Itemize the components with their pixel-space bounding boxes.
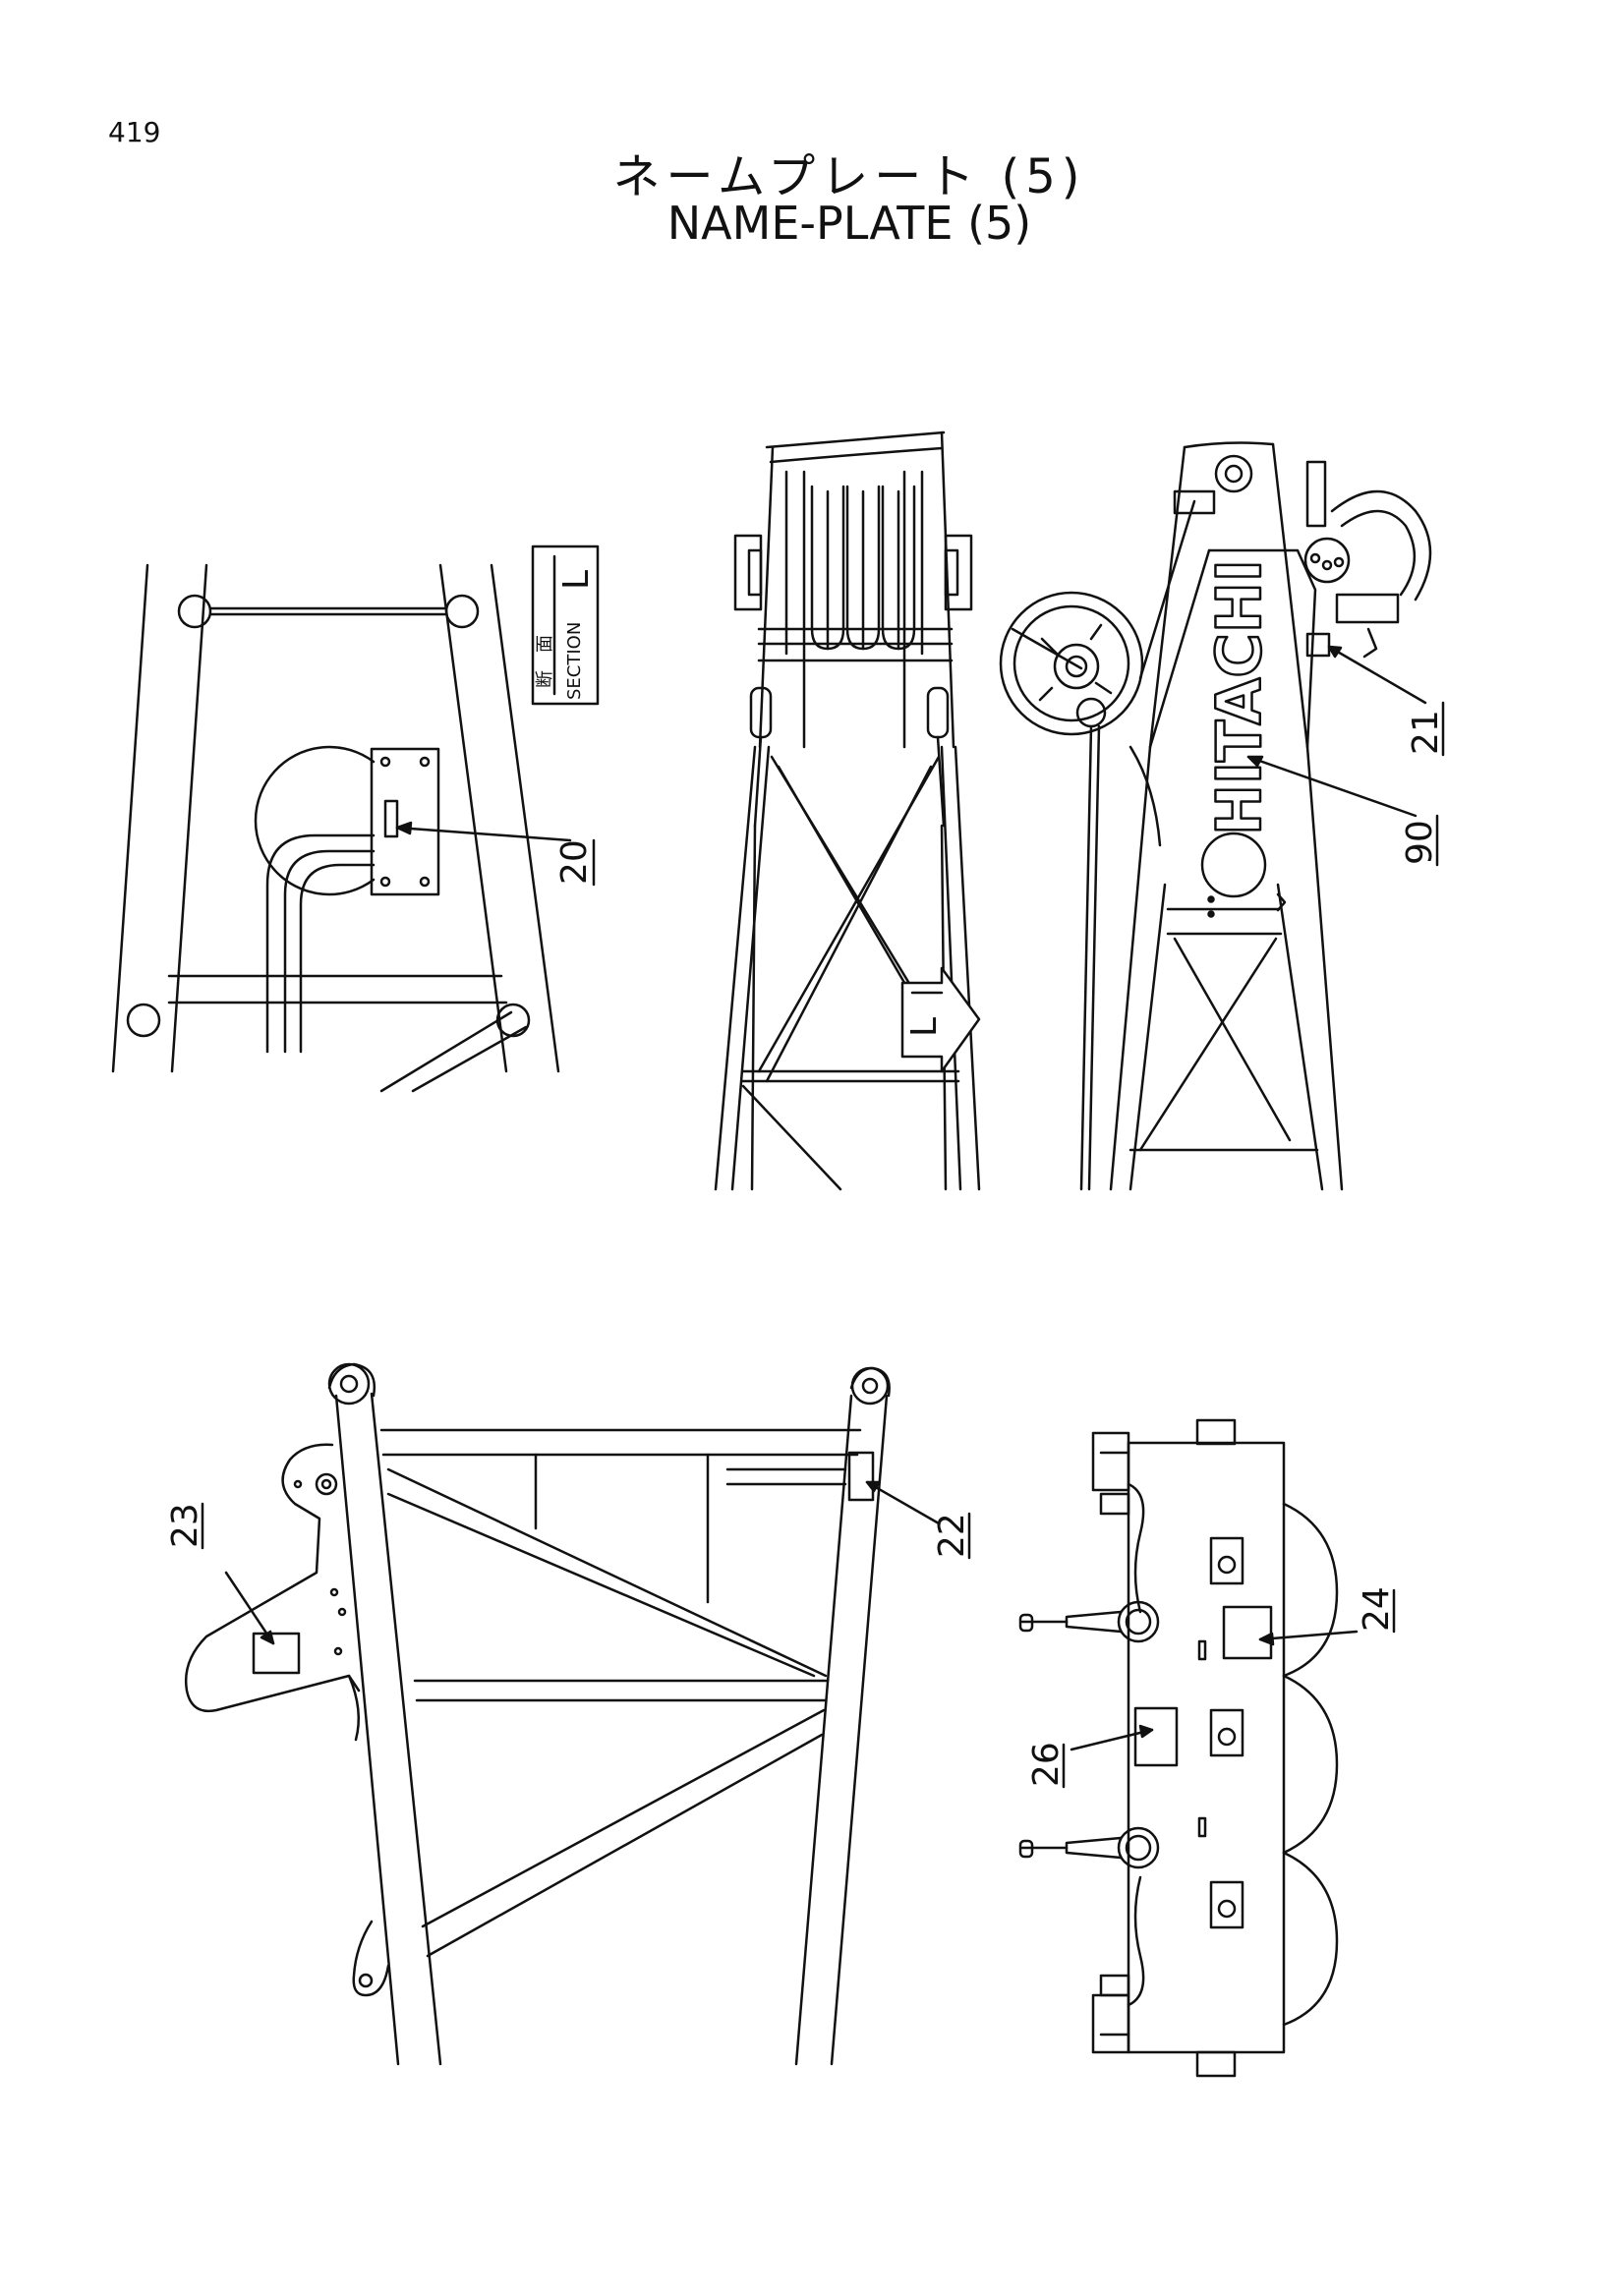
nameplate-21: [1305, 632, 1331, 658]
callout-20: 20: [554, 839, 595, 885]
callout-26: 26: [1026, 1742, 1067, 1787]
page-title-english: NAME-PLATE (5): [666, 197, 1032, 250]
section-view: 断 面 SECTION L 20: [111, 545, 600, 1093]
crawler-frame-view: 24 26: [1018, 1418, 1397, 2078]
callout-23: 23: [165, 1503, 205, 1548]
boom-front-view: L: [714, 430, 981, 1191]
lattice-boom-view: 22 23: [165, 1362, 972, 2066]
callout-90: 90: [1400, 820, 1440, 865]
arrow-letter: L: [904, 1017, 945, 1037]
page-title-japanese: ネームプレート (5): [612, 149, 1086, 204]
page-number: 419: [108, 116, 161, 148]
hitachi-logo: HITACHI: [1203, 559, 1275, 835]
boom-side-view: HITACHI 21 90: [999, 441, 1446, 1191]
callout-24: 24: [1357, 1586, 1397, 1632]
section-letter: L: [556, 570, 597, 590]
callout-21: 21: [1406, 710, 1446, 755]
callout-22: 22: [932, 1513, 972, 1558]
section-kanji: 断 面: [535, 635, 555, 688]
section-word: SECTION: [564, 622, 585, 700]
